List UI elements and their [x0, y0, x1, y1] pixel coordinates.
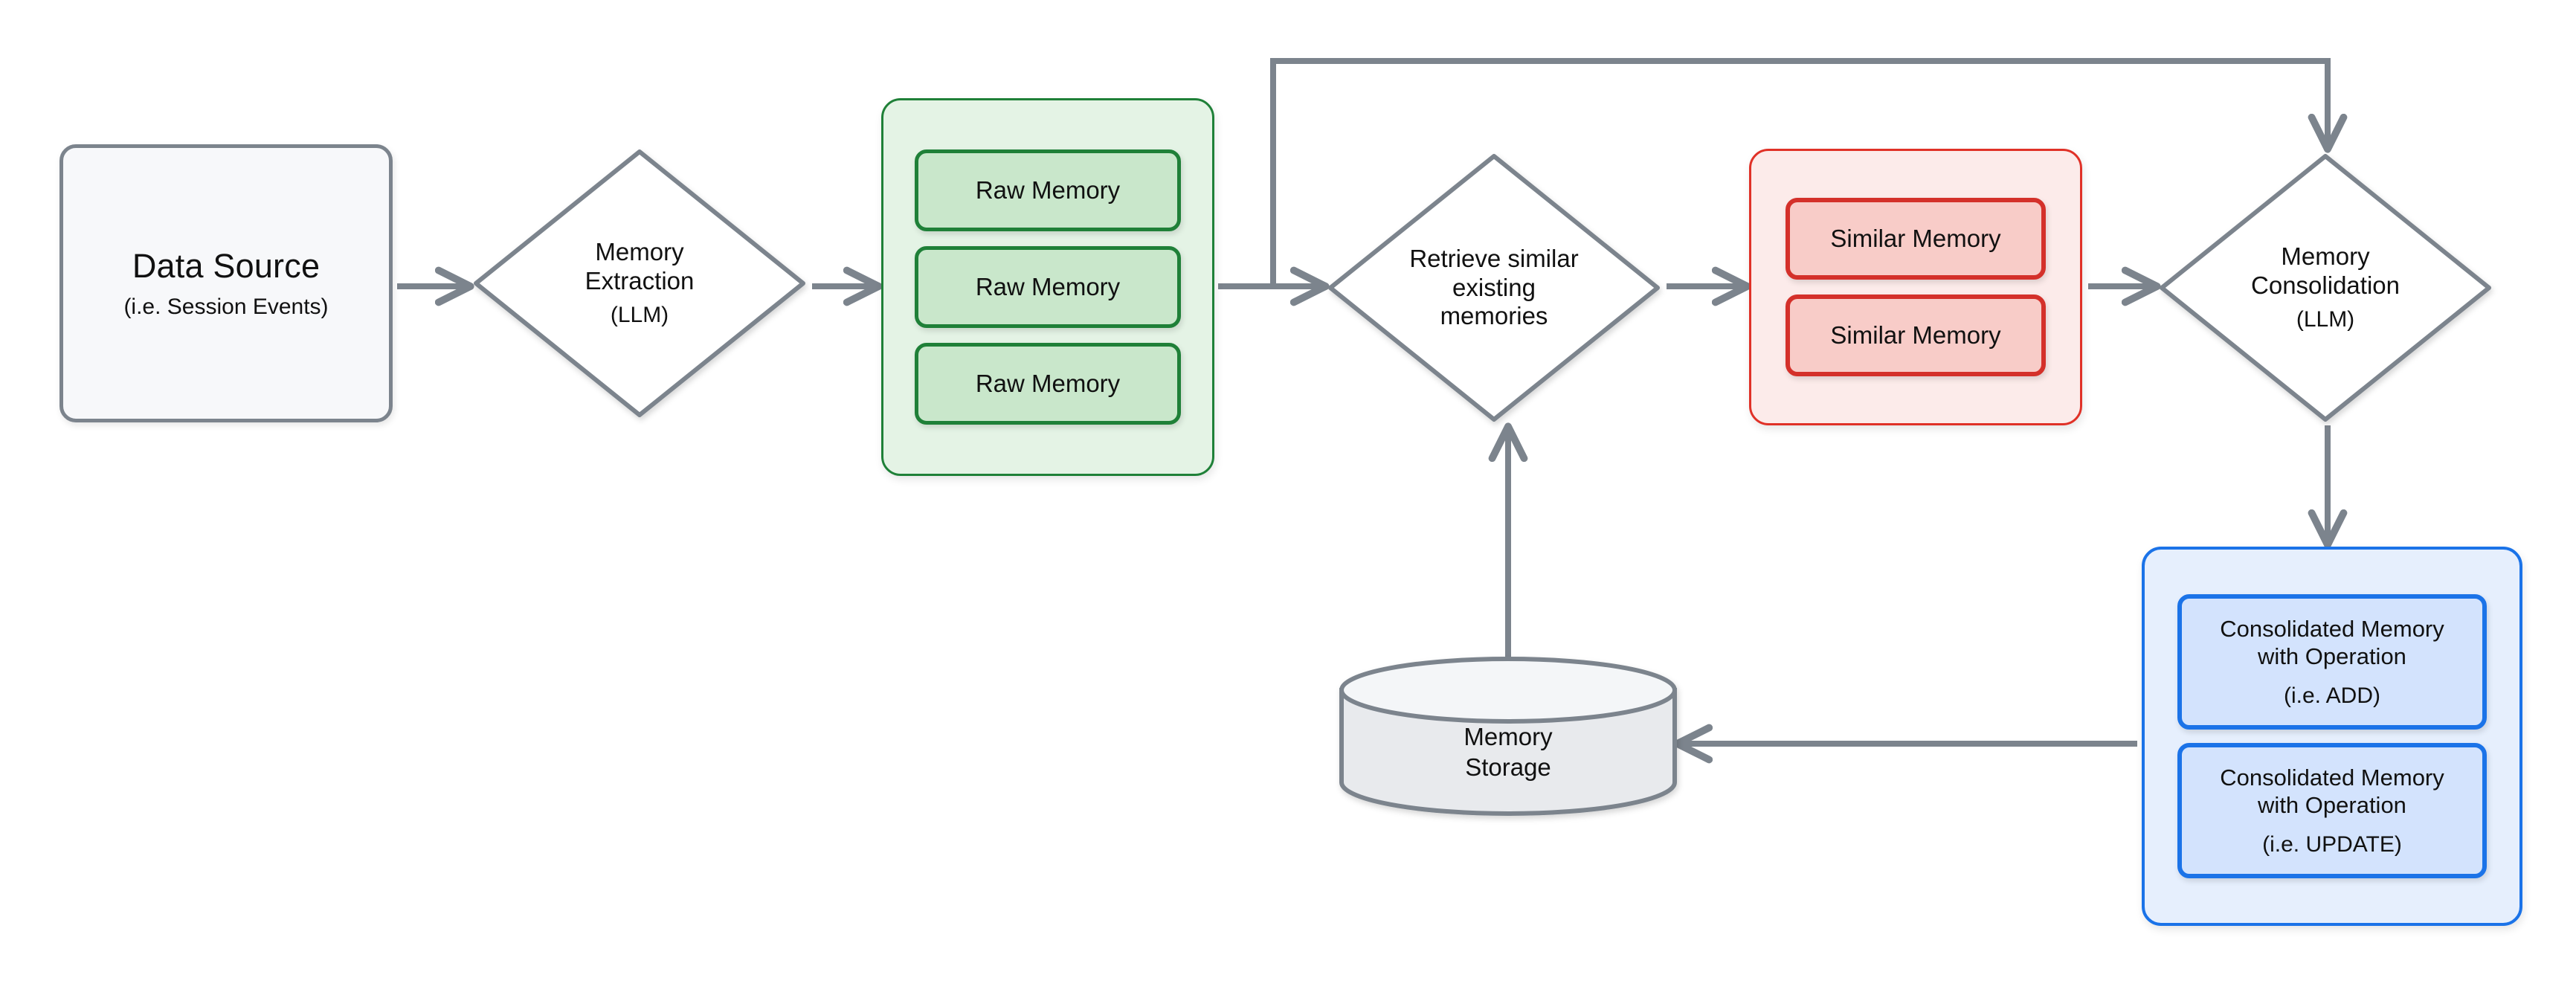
similar-memory-group[interactable]: Similar Memory Similar Memory: [1749, 149, 2082, 425]
raw-memory-group[interactable]: Raw Memory Raw Memory Raw Memory: [881, 98, 1214, 476]
consolidated-memory-group[interactable]: Consolidated Memory with Operation (i.e.…: [2142, 547, 2522, 926]
similar-memory-label: Similar Memory: [1830, 321, 2001, 349]
memory-storage-line1: Memory: [1464, 722, 1553, 750]
memory-storage-line2: Storage: [1465, 753, 1551, 781]
consolidated-memory-card[interactable]: Consolidated Memory with Operation (i.e.…: [2177, 594, 2487, 730]
memory-consolidation-title-line2: Consolidation: [2251, 271, 2400, 300]
raw-memory-label: Raw Memory: [975, 273, 1121, 300]
memory-extraction-diamond[interactable]: Memory Extraction (LLM): [473, 149, 806, 418]
retrieve-line2: existing: [1452, 273, 1536, 301]
consolidated-memory-line2: with Operation: [2258, 643, 2406, 669]
consolidated-memory-line1: Consolidated Memory: [2220, 764, 2444, 791]
memory-storage-cylinder[interactable]: Memory Storage: [1342, 660, 1675, 827]
retrieve-line3: memories: [1440, 302, 1548, 330]
consolidated-memory-operation: (i.e. UPDATE): [2262, 832, 2402, 857]
memory-extraction-title-line1: Memory: [595, 238, 684, 266]
retrieve-line1: Retrieve similar: [1409, 244, 1579, 272]
memory-extraction-title-line2: Extraction: [585, 267, 695, 295]
raw-memory-card[interactable]: Raw Memory: [915, 343, 1181, 425]
raw-memory-card[interactable]: Raw Memory: [915, 246, 1181, 328]
memory-consolidation-subtitle: (LLM): [2296, 307, 2355, 332]
similar-memory-label: Similar Memory: [1830, 225, 2001, 252]
raw-memory-label: Raw Memory: [975, 176, 1121, 204]
memory-consolidation-title-line1: Memory: [2281, 242, 2370, 271]
raw-memory-card[interactable]: Raw Memory: [915, 149, 1181, 231]
data-source-box[interactable]: Data Source (i.e. Session Events): [59, 144, 393, 422]
similar-memory-card[interactable]: Similar Memory: [1786, 198, 2046, 280]
memory-consolidation-diamond[interactable]: Memory Consolidation (LLM): [2159, 153, 2492, 422]
data-source-title: Data Source: [132, 247, 321, 285]
consolidated-memory-line2: with Operation: [2258, 792, 2406, 818]
consolidated-memory-card[interactable]: Consolidated Memory with Operation (i.e.…: [2177, 743, 2487, 878]
raw-memory-label: Raw Memory: [975, 370, 1121, 397]
consolidated-memory-line1: Consolidated Memory: [2220, 615, 2444, 642]
memory-extraction-subtitle: (LLM): [610, 303, 669, 328]
similar-memory-card[interactable]: Similar Memory: [1786, 294, 2046, 376]
consolidated-memory-operation: (i.e. ADD): [2283, 683, 2381, 709]
retrieve-similar-memories-diamond[interactable]: Retrieve similar existing memories: [1327, 153, 1661, 422]
data-source-subtitle: (i.e. Session Events): [123, 294, 329, 319]
